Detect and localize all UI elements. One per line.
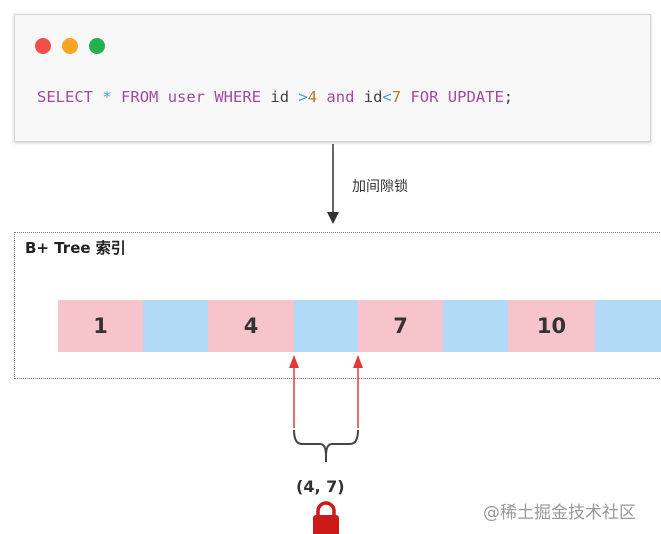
index-key: 4 [208,300,294,352]
ident: id [363,88,383,106]
kw: SELECT [37,88,93,106]
range-label: (4, 7) [296,477,345,496]
code-window: SELECT * FROM user WHERE id >4 and id<7 … [14,14,651,142]
semicolon: ; [503,88,514,106]
up-arrow-icon [289,355,299,368]
down-arrow-icon [327,212,339,224]
index-key: 7 [358,300,443,352]
lock-icon [313,501,339,534]
sql-statement: SELECT * FROM user WHERE id >4 and id<7 … [37,88,513,106]
kw: FOR UPDATE [410,88,504,106]
tree-title: B+ Tree 索引 [25,239,126,257]
minimize-dot-icon [62,38,78,54]
kw: FROM user WHERE [121,88,262,106]
close-dot-icon [35,38,51,54]
up-arrow-icon [353,355,363,368]
kw: and [326,88,355,106]
op: > [298,88,308,106]
gap [595,300,661,352]
gap-lock-label: 加间隙锁 [352,179,408,195]
num: 4 [307,88,318,106]
op: < [382,88,392,106]
num: 7 [391,88,402,106]
bplus-tree-index: B+ Tree 索引 [14,232,661,379]
gap-locked [294,300,358,352]
ident: id [270,88,290,106]
brace-icon [293,429,359,462]
gap [443,300,508,352]
index-key: 1 [58,300,143,352]
op: * [102,88,112,106]
maximize-dot-icon [89,38,105,54]
index-key: 10 [508,300,595,352]
gap [143,300,208,352]
watermark: @稀土掘金技术社区 [483,503,636,523]
